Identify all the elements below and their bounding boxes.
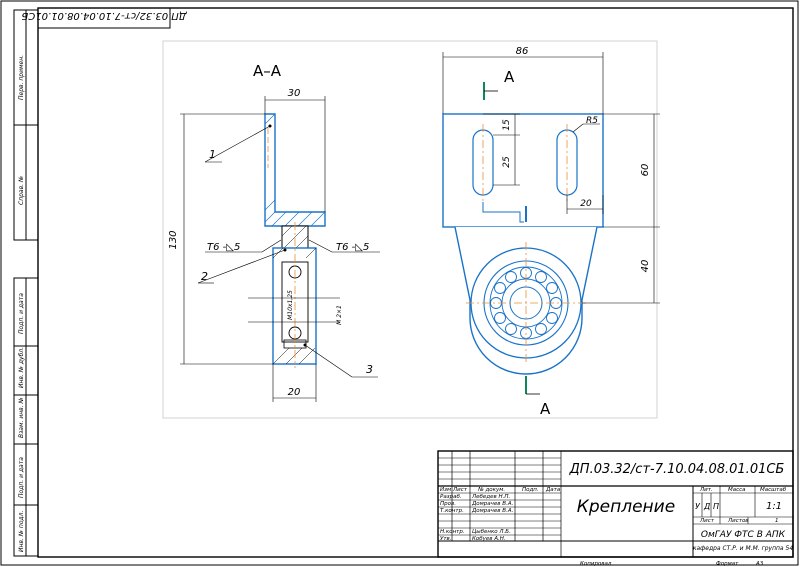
- hdr-mass: Масса: [728, 487, 746, 493]
- sheets-label: Листов: [727, 518, 749, 524]
- name-utv: Кобуев А.Н.: [472, 536, 506, 542]
- dim-40: 40: [640, 260, 651, 273]
- bearing-ball: [505, 323, 517, 335]
- org-line2: кафедра СТ.Р. и М.М. группа 54: [693, 545, 793, 552]
- stamp-inv-podl: Инв. № подл.: [18, 511, 25, 552]
- bearing-ball: [494, 312, 506, 324]
- cut-label-top: А: [504, 68, 515, 86]
- front-view: А А 86 15 25 R5 20 60 4: [442, 46, 660, 418]
- top-code-text: ДП.03.32/ст-7.10.04.08.01.01СБ: [21, 10, 187, 21]
- hdr-lit: Лит.: [699, 487, 713, 493]
- row-prov: Пров.: [440, 501, 456, 507]
- dim-m-small: М10х1,25: [287, 290, 294, 320]
- format-value: А3: [755, 561, 764, 567]
- stamp-sprav: Справ. №: [18, 176, 25, 205]
- col-date: Дата: [545, 487, 561, 493]
- plate: [442, 113, 604, 228]
- weld-right: Т6 -◺5: [336, 242, 369, 253]
- lit-u: У: [695, 502, 701, 511]
- wheel-section: [272, 247, 317, 365]
- stamp-podp-data-2: Подп. и дата: [18, 457, 25, 498]
- sheets-value: 1: [775, 518, 779, 524]
- hdr-scale: Масштаб: [760, 487, 787, 493]
- section-label: А–А: [253, 62, 282, 80]
- org-line1: ОмГАУ ФТС В АПК: [701, 530, 786, 540]
- col-izm: Изм: [440, 487, 451, 493]
- name-tkontr: Домрачев В.А.: [471, 508, 514, 514]
- section-view: А–А: [168, 62, 380, 402]
- view-area: [162, 40, 658, 419]
- position-1: 1: [209, 148, 216, 161]
- dim-25: 25: [502, 156, 512, 168]
- dim-30: 30: [288, 88, 301, 99]
- stamp-inv-dubl: Инв. № дубл.: [18, 347, 25, 388]
- copied-label: Копировал: [580, 561, 612, 567]
- col-list: Лист: [452, 487, 468, 493]
- row-utv: Утв.: [440, 536, 452, 542]
- lit-d: Д: [703, 502, 710, 511]
- bearing-ball: [505, 271, 517, 283]
- lit-p: П: [713, 502, 719, 511]
- dim-60: 60: [640, 164, 651, 177]
- col-sign: Подп.: [522, 487, 539, 493]
- title-code: ДП.03.32/ст-7.10.04.08.01.01СБ: [569, 462, 785, 477]
- dim-130: 130: [168, 230, 179, 249]
- bearing-ball: [546, 312, 558, 324]
- position-2: 2: [201, 270, 208, 283]
- col-doc: № докум.: [477, 487, 505, 493]
- sheet-label: Лист: [699, 518, 715, 524]
- stamp-podp-data-1: Подп. и дата: [18, 293, 25, 334]
- dim-20-right: 20: [580, 199, 592, 209]
- dim-20-bottom: 20: [288, 387, 301, 398]
- row-tkontr: Т.контр.: [440, 508, 464, 514]
- format-label: Формат: [716, 561, 739, 567]
- part-name: Крепление: [577, 497, 675, 517]
- name-nkontr: Цыбенко Л.Б.: [472, 529, 511, 535]
- position-3: 3: [366, 363, 373, 376]
- dim-86: 86: [516, 46, 529, 57]
- left-side-stamps: [13, 9, 39, 557]
- row-razrab: Разраб.: [440, 494, 462, 500]
- cut-label-bottom: А: [540, 400, 551, 418]
- bearing-ball: [494, 282, 506, 294]
- dim-15: 15: [502, 119, 512, 131]
- scale-value: 1:1: [766, 501, 782, 512]
- row-nkontr: Н.контр.: [440, 529, 465, 535]
- name-razrab: Лебедев Н.П.: [471, 494, 510, 500]
- weld-left: Т6 -◺5: [207, 242, 240, 253]
- stamp-vzam-inv: Взам. инв. №: [18, 397, 25, 438]
- name-prov: Домрачев В.А.: [471, 501, 514, 507]
- bearing-ball: [546, 282, 558, 294]
- dim-r5: R5: [586, 116, 598, 126]
- title-block: [437, 450, 794, 558]
- bearing-ball: [535, 271, 547, 283]
- bearing-ball: [535, 323, 547, 335]
- dim-m-right: М 2×1: [336, 305, 343, 325]
- stamp-perv-primen: Перв. примен.: [18, 55, 25, 100]
